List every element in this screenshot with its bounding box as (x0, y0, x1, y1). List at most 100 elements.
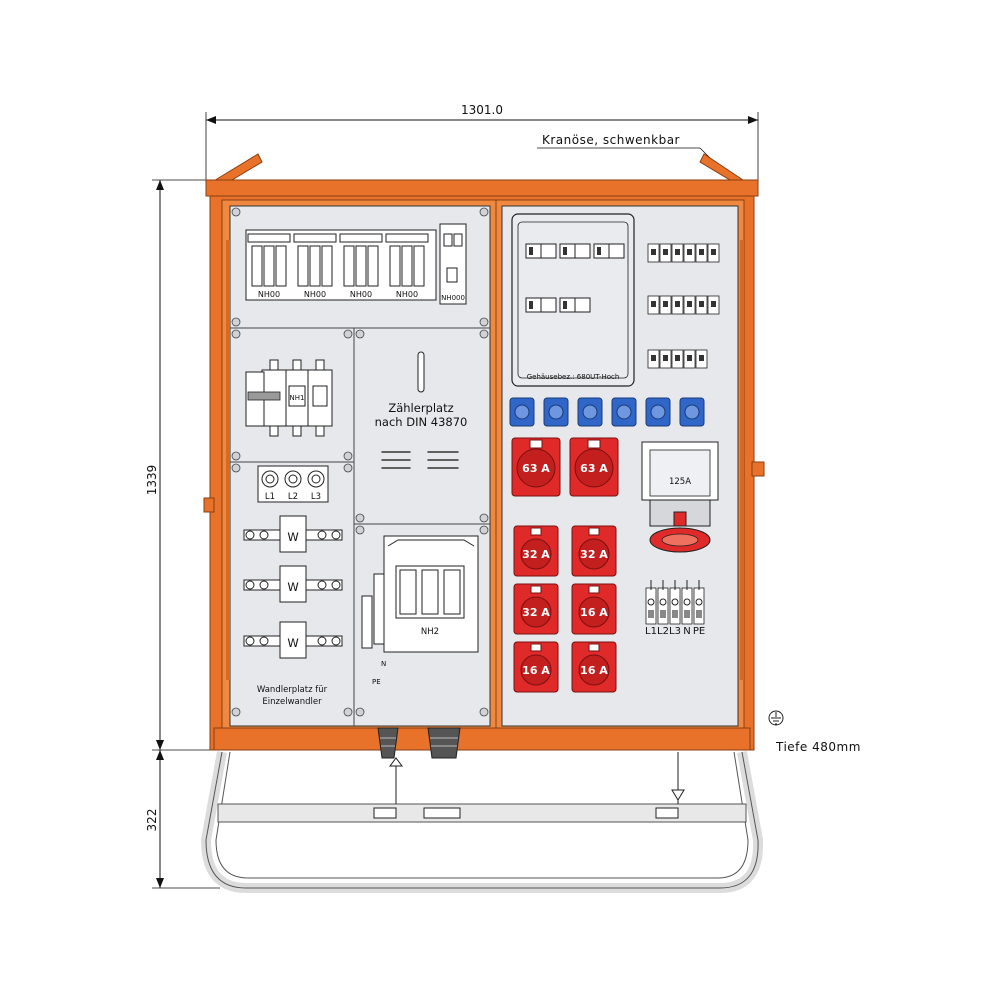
cee-amp-label: 16 A (580, 664, 608, 677)
nh00-fuse-block: NH00 (339, 233, 383, 299)
schuko-socket (509, 397, 535, 427)
cee-amp-label: 63 A (522, 462, 550, 475)
nh2-terminal-pe: PE (372, 678, 381, 686)
panel-screws (231, 207, 489, 717)
cabinet-bottom-rail (213, 727, 751, 751)
nh00-fuse-label: NH00 (350, 290, 372, 299)
transformer-caption-line2: Einzelwandler (262, 697, 322, 707)
nh00-fuse-block: NH00 (385, 233, 429, 299)
phase-fuse-holder: L1 (261, 470, 279, 502)
phase-label: L3 (311, 492, 321, 502)
terminal-label: PE (693, 626, 705, 637)
current-transformer: W (243, 515, 343, 553)
crane-eye-label: Kranöse, schwenkbar (542, 133, 680, 147)
cee-socket: 16 A (571, 641, 617, 693)
meter-place: Zählerplatz nach DIN 43870 (375, 351, 468, 469)
cee-125-label: 125A (669, 477, 691, 487)
terminal-label: L3 (669, 626, 681, 637)
nh00-fuse-label: NH00 (396, 290, 418, 299)
nh00-fuse-group: NH00 NH00 NH00 NH00 (245, 229, 437, 301)
dimension-height-cabinet: 1339 (145, 179, 220, 751)
schuko-sockets (509, 397, 705, 427)
mcb-breaker (525, 297, 557, 313)
terminal: PE (693, 580, 705, 637)
nh2-terminal-n: N (381, 660, 386, 668)
enclosure-label: Gehäusebez.: 680UT-Hoch (527, 373, 620, 381)
nh00-fuse-block: NH00 (293, 233, 337, 299)
transformer-label: W (287, 580, 298, 594)
cabinet-roof (205, 179, 759, 197)
terminal-label: L1 (645, 626, 657, 637)
nh00-fuse-label: NH00 (258, 290, 280, 299)
mcb-breaker (593, 243, 625, 259)
latch-right (751, 461, 765, 477)
cee-amp-label: 16 A (522, 664, 550, 677)
crane-eye-note: Kranöse, schwenkbar (537, 133, 713, 161)
transformer-label: W (287, 530, 298, 544)
cable-glands (377, 727, 461, 759)
breaker-row (647, 295, 720, 315)
mcb-breaker (559, 243, 591, 259)
transformer-caption-line1: Wandlerplatz für (257, 685, 328, 695)
meter-place-line1: Zählerplatz (388, 401, 453, 415)
nh2-label: NH2 (421, 627, 439, 637)
current-transformers: W W W (243, 515, 343, 659)
transformer-label: W (287, 636, 298, 650)
breaker-enclosure: Gehäusebez.: 680UT-Hoch (511, 213, 635, 387)
cee-socket-63: 63 A (511, 437, 561, 497)
meter-place-line2: nach DIN 43870 (375, 415, 468, 429)
left-panel-grid (230, 327, 490, 726)
cee-125-socket: 125A (641, 441, 719, 553)
phase-fuse-holder: L3 (307, 470, 325, 502)
cee-amp-label: 32 A (522, 548, 550, 561)
cee-socket: 32 A (513, 525, 559, 577)
schuko-socket (611, 397, 637, 427)
mcb-breaker (525, 243, 557, 259)
current-transformer: W (243, 621, 343, 659)
earth-ground-icon (768, 710, 784, 726)
nh2-switch: NH2 N PE (361, 535, 479, 686)
breaker-row (647, 243, 720, 263)
cee-socket: 16 A (571, 583, 617, 635)
nh000-main-fuse: NH000 (439, 223, 467, 305)
terminal: N (681, 580, 693, 637)
phase-label: L2 (288, 492, 298, 502)
nh1-disconnector: NH1 (245, 359, 333, 437)
terminal: L1 (645, 580, 657, 637)
cee-amp-label: 63 A (580, 462, 608, 475)
cee-amp-label: 16 A (580, 606, 608, 619)
nh00-fuse-label: NH00 (304, 290, 326, 299)
nh000-label: NH000 (441, 294, 465, 302)
schuko-socket (679, 397, 705, 427)
height-stand-value: 322 (145, 809, 159, 832)
schuko-socket (543, 397, 569, 427)
phase-fuse-holder: L2 (284, 470, 302, 502)
terminal: L3 (669, 580, 681, 637)
schuko-socket (645, 397, 671, 427)
cee-sockets: 63 A 63 A 32 A 32 A 32 A 16 A 16 A 16 A (511, 437, 619, 693)
dimension-height-stand: 322 (145, 750, 220, 889)
mcb-breaker (559, 297, 591, 313)
terminal-label: L2 (657, 626, 669, 637)
dimension-width: 1301.0 (205, 103, 759, 180)
nh00-fuse-block: NH00 (247, 233, 291, 299)
terminal: L2 (657, 580, 669, 637)
schuko-socket (577, 397, 603, 427)
rcd-breaker-rows (647, 243, 720, 369)
hinge-left (203, 497, 215, 513)
current-transformer: W (243, 565, 343, 603)
cee-socket: 16 A (513, 641, 559, 693)
latch-bar-right (740, 240, 744, 680)
width-value: 1301.0 (461, 103, 503, 117)
cee-amp-label: 32 A (522, 606, 550, 619)
depth-note: Tiefe 480mm (775, 740, 861, 754)
cee-amp-label: 32 A (580, 548, 608, 561)
cee-socket: 32 A (513, 583, 559, 635)
latch-bar-left (226, 240, 230, 680)
terminal-label: N (683, 626, 690, 637)
cee-socket-63: 63 A (569, 437, 619, 497)
